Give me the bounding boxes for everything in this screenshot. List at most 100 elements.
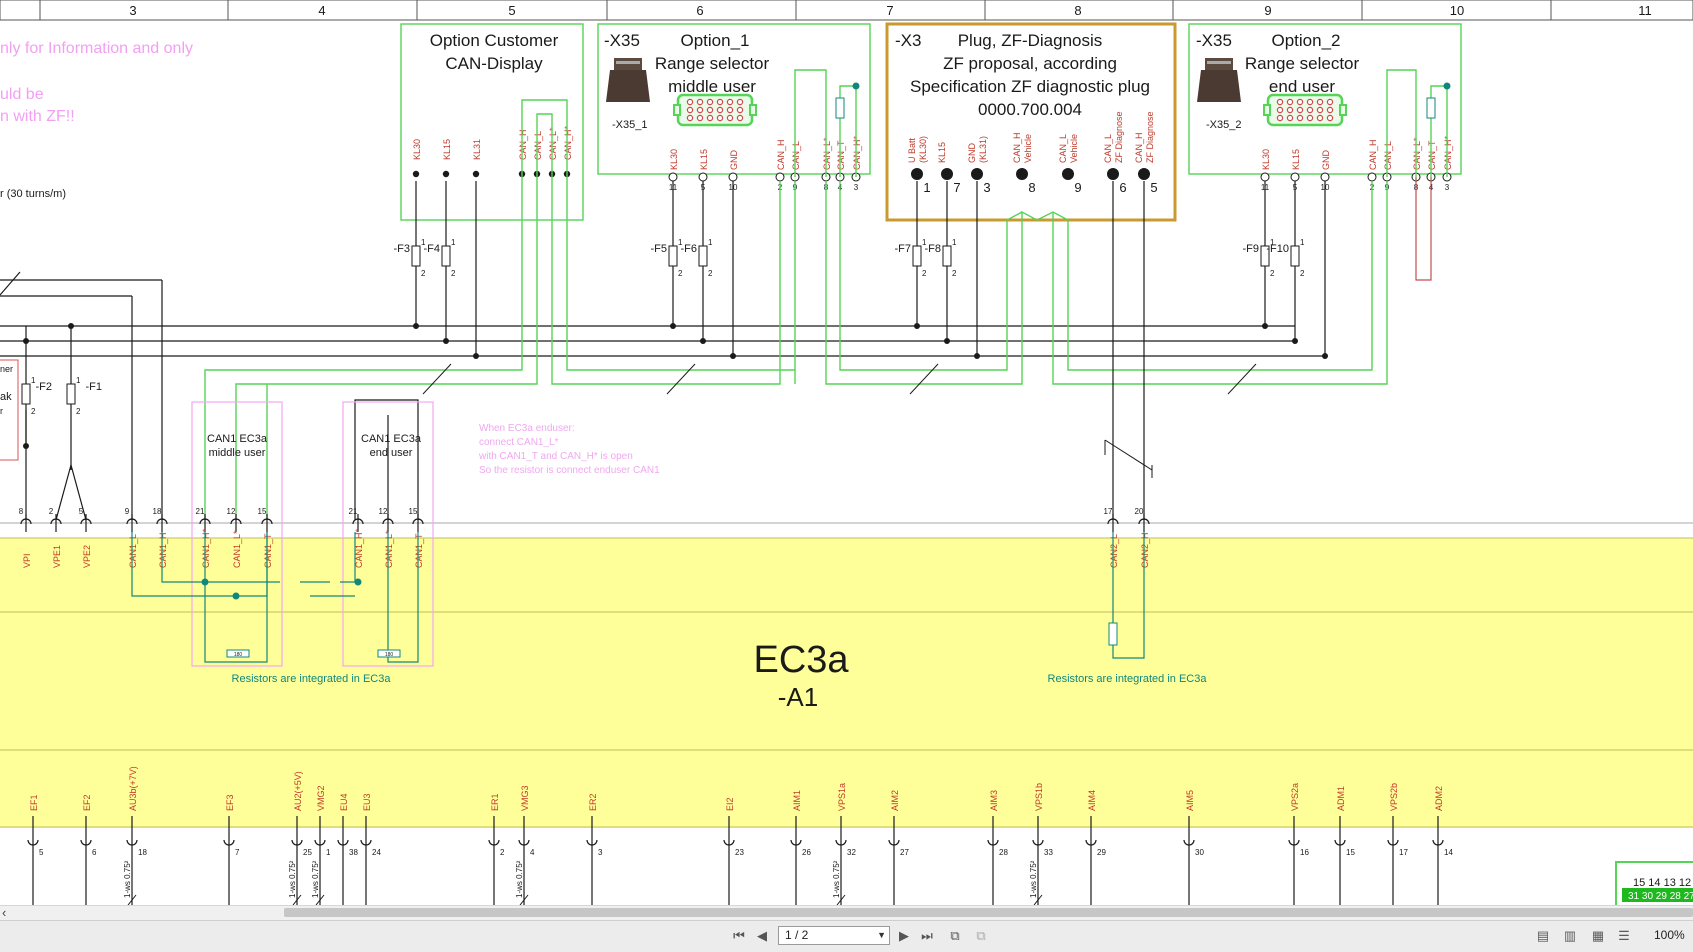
connector-pin xyxy=(706,106,714,114)
fuse-pin-number: 1 xyxy=(678,238,683,247)
junction-dot xyxy=(68,323,74,329)
fuse-symbol xyxy=(411,245,421,267)
plug-label xyxy=(1207,61,1231,64)
pin-label: CAN_T xyxy=(1427,140,1437,170)
plug-photo-icon xyxy=(1197,58,1241,102)
pin-receptacle-icon xyxy=(230,518,242,525)
wire-spec-label: 1-ws 0.75² xyxy=(123,860,132,898)
box-sub-id: -X35_2 xyxy=(1206,119,1241,131)
pin-receptacle-icon xyxy=(223,839,235,846)
fuse-symbol xyxy=(441,245,451,267)
pin-socket xyxy=(1320,172,1330,182)
actual-size-icon[interactable]: ⧉ xyxy=(976,928,986,943)
pin-receptacle-icon xyxy=(126,518,138,525)
first-page-icon[interactable]: ⏮ xyxy=(733,928,745,943)
pin-receptacle-icon xyxy=(1334,839,1346,846)
two-page-view-icon[interactable]: ▦ xyxy=(1591,928,1605,943)
plug-body xyxy=(1197,70,1241,102)
pin-label: (KL30) xyxy=(918,136,928,163)
fuse-pin-number: 1 xyxy=(708,238,713,247)
ec3a-pin-number: 5 xyxy=(39,848,44,857)
box-title: ZF proposal, according xyxy=(943,54,1117,73)
internal-can-wire xyxy=(1386,69,1417,177)
ec3a-pin-number: 14 xyxy=(1444,848,1453,857)
ec3a-pin-label: EU4 xyxy=(339,793,349,811)
junction-dot xyxy=(700,338,706,344)
box-title: 0000.700.004 xyxy=(978,100,1082,119)
pin-label: CAN_L xyxy=(1383,141,1393,170)
twisted-pair-mark xyxy=(1227,363,1257,395)
scroll-left-icon[interactable]: ‹ xyxy=(2,905,7,920)
fuse-pin-number: 2 xyxy=(952,269,957,278)
ec3a-pin-number: 18 xyxy=(153,507,162,516)
ec3a-pin-number: 17 xyxy=(1104,507,1113,516)
fuse-pin-number: 2 xyxy=(1300,269,1305,278)
pin-socket xyxy=(1367,172,1377,182)
pin-label: CAN_T xyxy=(836,140,846,170)
grid-column-number: 8 xyxy=(1074,3,1081,18)
ec3a-pin-number: 1 xyxy=(326,848,331,857)
connector-pin xyxy=(706,98,714,106)
box-title: Range selector xyxy=(655,54,770,73)
pin-dot xyxy=(442,170,450,178)
grid-column-number: 10 xyxy=(1450,3,1464,18)
ec3a-pin-number: 12 xyxy=(379,507,388,516)
connector-pin xyxy=(1276,114,1284,122)
wire-mark xyxy=(1033,894,1043,905)
zoom-level[interactable]: 100% xyxy=(1654,928,1685,942)
pin-receptacle-icon xyxy=(261,518,273,525)
twisted-pair-mark xyxy=(1104,439,1153,471)
box-title: Option_2 xyxy=(1272,31,1341,50)
pin-receptacle-icon xyxy=(1085,839,1097,846)
junction-dot xyxy=(413,323,419,329)
pin-receptacle-icon xyxy=(337,839,349,846)
previous-page-icon[interactable]: ◀ xyxy=(757,928,767,943)
pin-label: GND xyxy=(729,150,739,171)
horizontal-scrollbar[interactable]: ‹ xyxy=(0,905,1693,920)
ec3a-pin-number: 38 xyxy=(349,848,358,857)
ec3a-pin-number: 4 xyxy=(530,848,535,857)
diag-pin-dot xyxy=(941,168,953,180)
pin-label: CAN_H* xyxy=(852,135,862,170)
connector-pin xyxy=(1286,98,1294,106)
grid-column-number: 3 xyxy=(129,3,136,18)
ec3a-pin-number: 15 xyxy=(258,507,267,516)
junction-dot xyxy=(354,578,362,586)
continuous-view-icon[interactable]: ▥ xyxy=(1563,928,1577,943)
scrollbar-thumb[interactable] xyxy=(284,908,1693,917)
connector-pin xyxy=(726,106,734,114)
connector-face-icon xyxy=(1263,93,1347,127)
fuse-pin-number: 2 xyxy=(922,269,927,278)
pin-receptacle-icon xyxy=(199,518,211,525)
fuse-label: -F7 xyxy=(895,243,912,255)
ec3a-pin-number: 17 xyxy=(1399,848,1408,857)
outline-view-icon[interactable]: ☰ xyxy=(1618,928,1630,943)
twisted-pair-mark xyxy=(909,363,939,395)
pin-label: (KL31) xyxy=(978,136,988,163)
pin-receptacle-icon xyxy=(291,839,303,846)
connector-pin xyxy=(716,114,724,122)
ec3a-pin-label: VPE1 xyxy=(52,545,62,568)
internal-can-wire xyxy=(536,113,553,174)
box-title: Plug, ZF-Diagnosis xyxy=(958,31,1103,50)
can-wire xyxy=(1052,181,1388,385)
pin-label: ZF Diagnose xyxy=(1114,111,1124,163)
pin-socket xyxy=(1290,172,1300,182)
ec3a-pin-label: CAN1_H* xyxy=(354,528,364,568)
next-page-icon[interactable]: ▶ xyxy=(899,928,909,943)
page-number-select[interactable]: 1 / 2 ▼ xyxy=(778,926,890,945)
fit-page-icon[interactable]: ⧉ xyxy=(950,928,960,943)
pin-label: CAN_H* xyxy=(1443,135,1453,170)
junction-dot xyxy=(23,338,29,344)
single-page-view-icon[interactable]: ▤ xyxy=(1536,928,1550,943)
last-page-icon[interactable]: ⏭ xyxy=(921,928,933,943)
connector-pin xyxy=(1286,106,1294,114)
connector-latch xyxy=(1263,104,1271,116)
box-title: Specification ZF diagnostic plug xyxy=(910,77,1150,96)
fuse-symbol xyxy=(21,383,31,405)
ec3a-pin-number: 33 xyxy=(1044,848,1053,857)
connector-pin xyxy=(686,106,694,114)
pin-number: 3 xyxy=(1445,183,1450,192)
pin-receptacle-icon xyxy=(790,839,802,846)
